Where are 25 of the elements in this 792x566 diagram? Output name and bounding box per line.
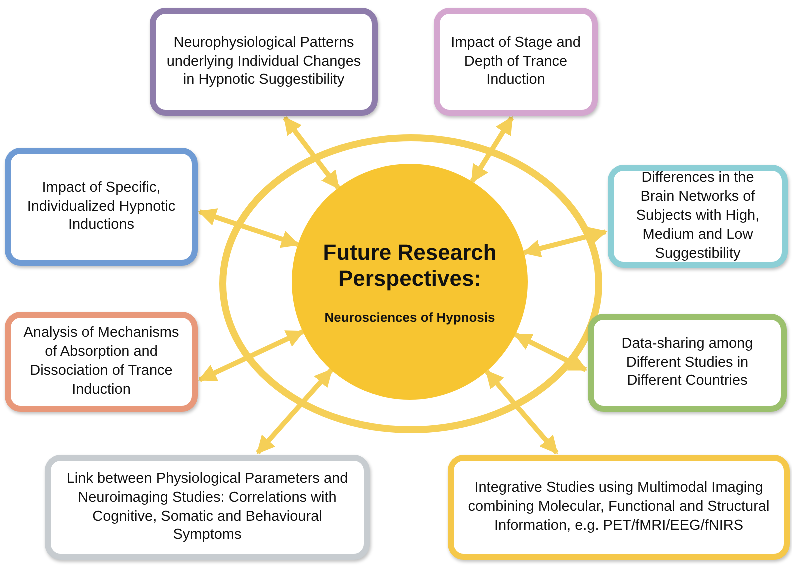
topic-text: Analysis of Mechanisms of Absorption and Dissociation of Trance Induction xyxy=(22,324,180,400)
topic-text: Neurophysiological Patterns underlying Individual Changes in Hypnotic Suggestibility xyxy=(166,34,362,90)
double-arrow xyxy=(283,116,340,190)
topic-box xyxy=(608,165,788,268)
title-text: Future Research Perspectives: xyxy=(322,240,498,292)
topic-box xyxy=(150,8,378,116)
double-arrow xyxy=(514,332,588,372)
topic-text: Impact of Specific, Individualized Hypnotic Inductions xyxy=(26,178,177,236)
double-arrow xyxy=(485,370,559,455)
topic-text: Link between Physiological Parameters and Neuroimaging Studies: Correlations with Cognitive, Somatic and Behavioural Symptoms xyxy=(66,470,350,546)
topic-text: Integrative Studies using Multimodal Imaging combining Molecular, Functional and Structural Information, e.g. PET/fMRI/EEG/fNIRS xyxy=(467,479,771,536)
topic-box xyxy=(434,8,598,116)
topic-text: Impact of Stage and Depth of Trance Induction xyxy=(450,34,582,90)
topic-text: Data-sharing among Different Studies in Different Countries xyxy=(620,334,754,392)
double-arrow xyxy=(198,208,300,248)
topic-box xyxy=(448,455,790,560)
double-arrow xyxy=(470,116,514,184)
topic-box xyxy=(588,314,787,412)
double-arrow xyxy=(198,330,305,382)
topic-box xyxy=(5,312,198,412)
subtitle-text: Neurosciences of Hypnosis xyxy=(324,310,496,324)
topic-box xyxy=(45,455,370,560)
topic-box xyxy=(5,148,198,266)
double-arrow xyxy=(256,368,334,455)
topic-text: Differences in the Brain Networks of Subjects with High, Medium and Low Suggestibility xyxy=(635,169,761,264)
